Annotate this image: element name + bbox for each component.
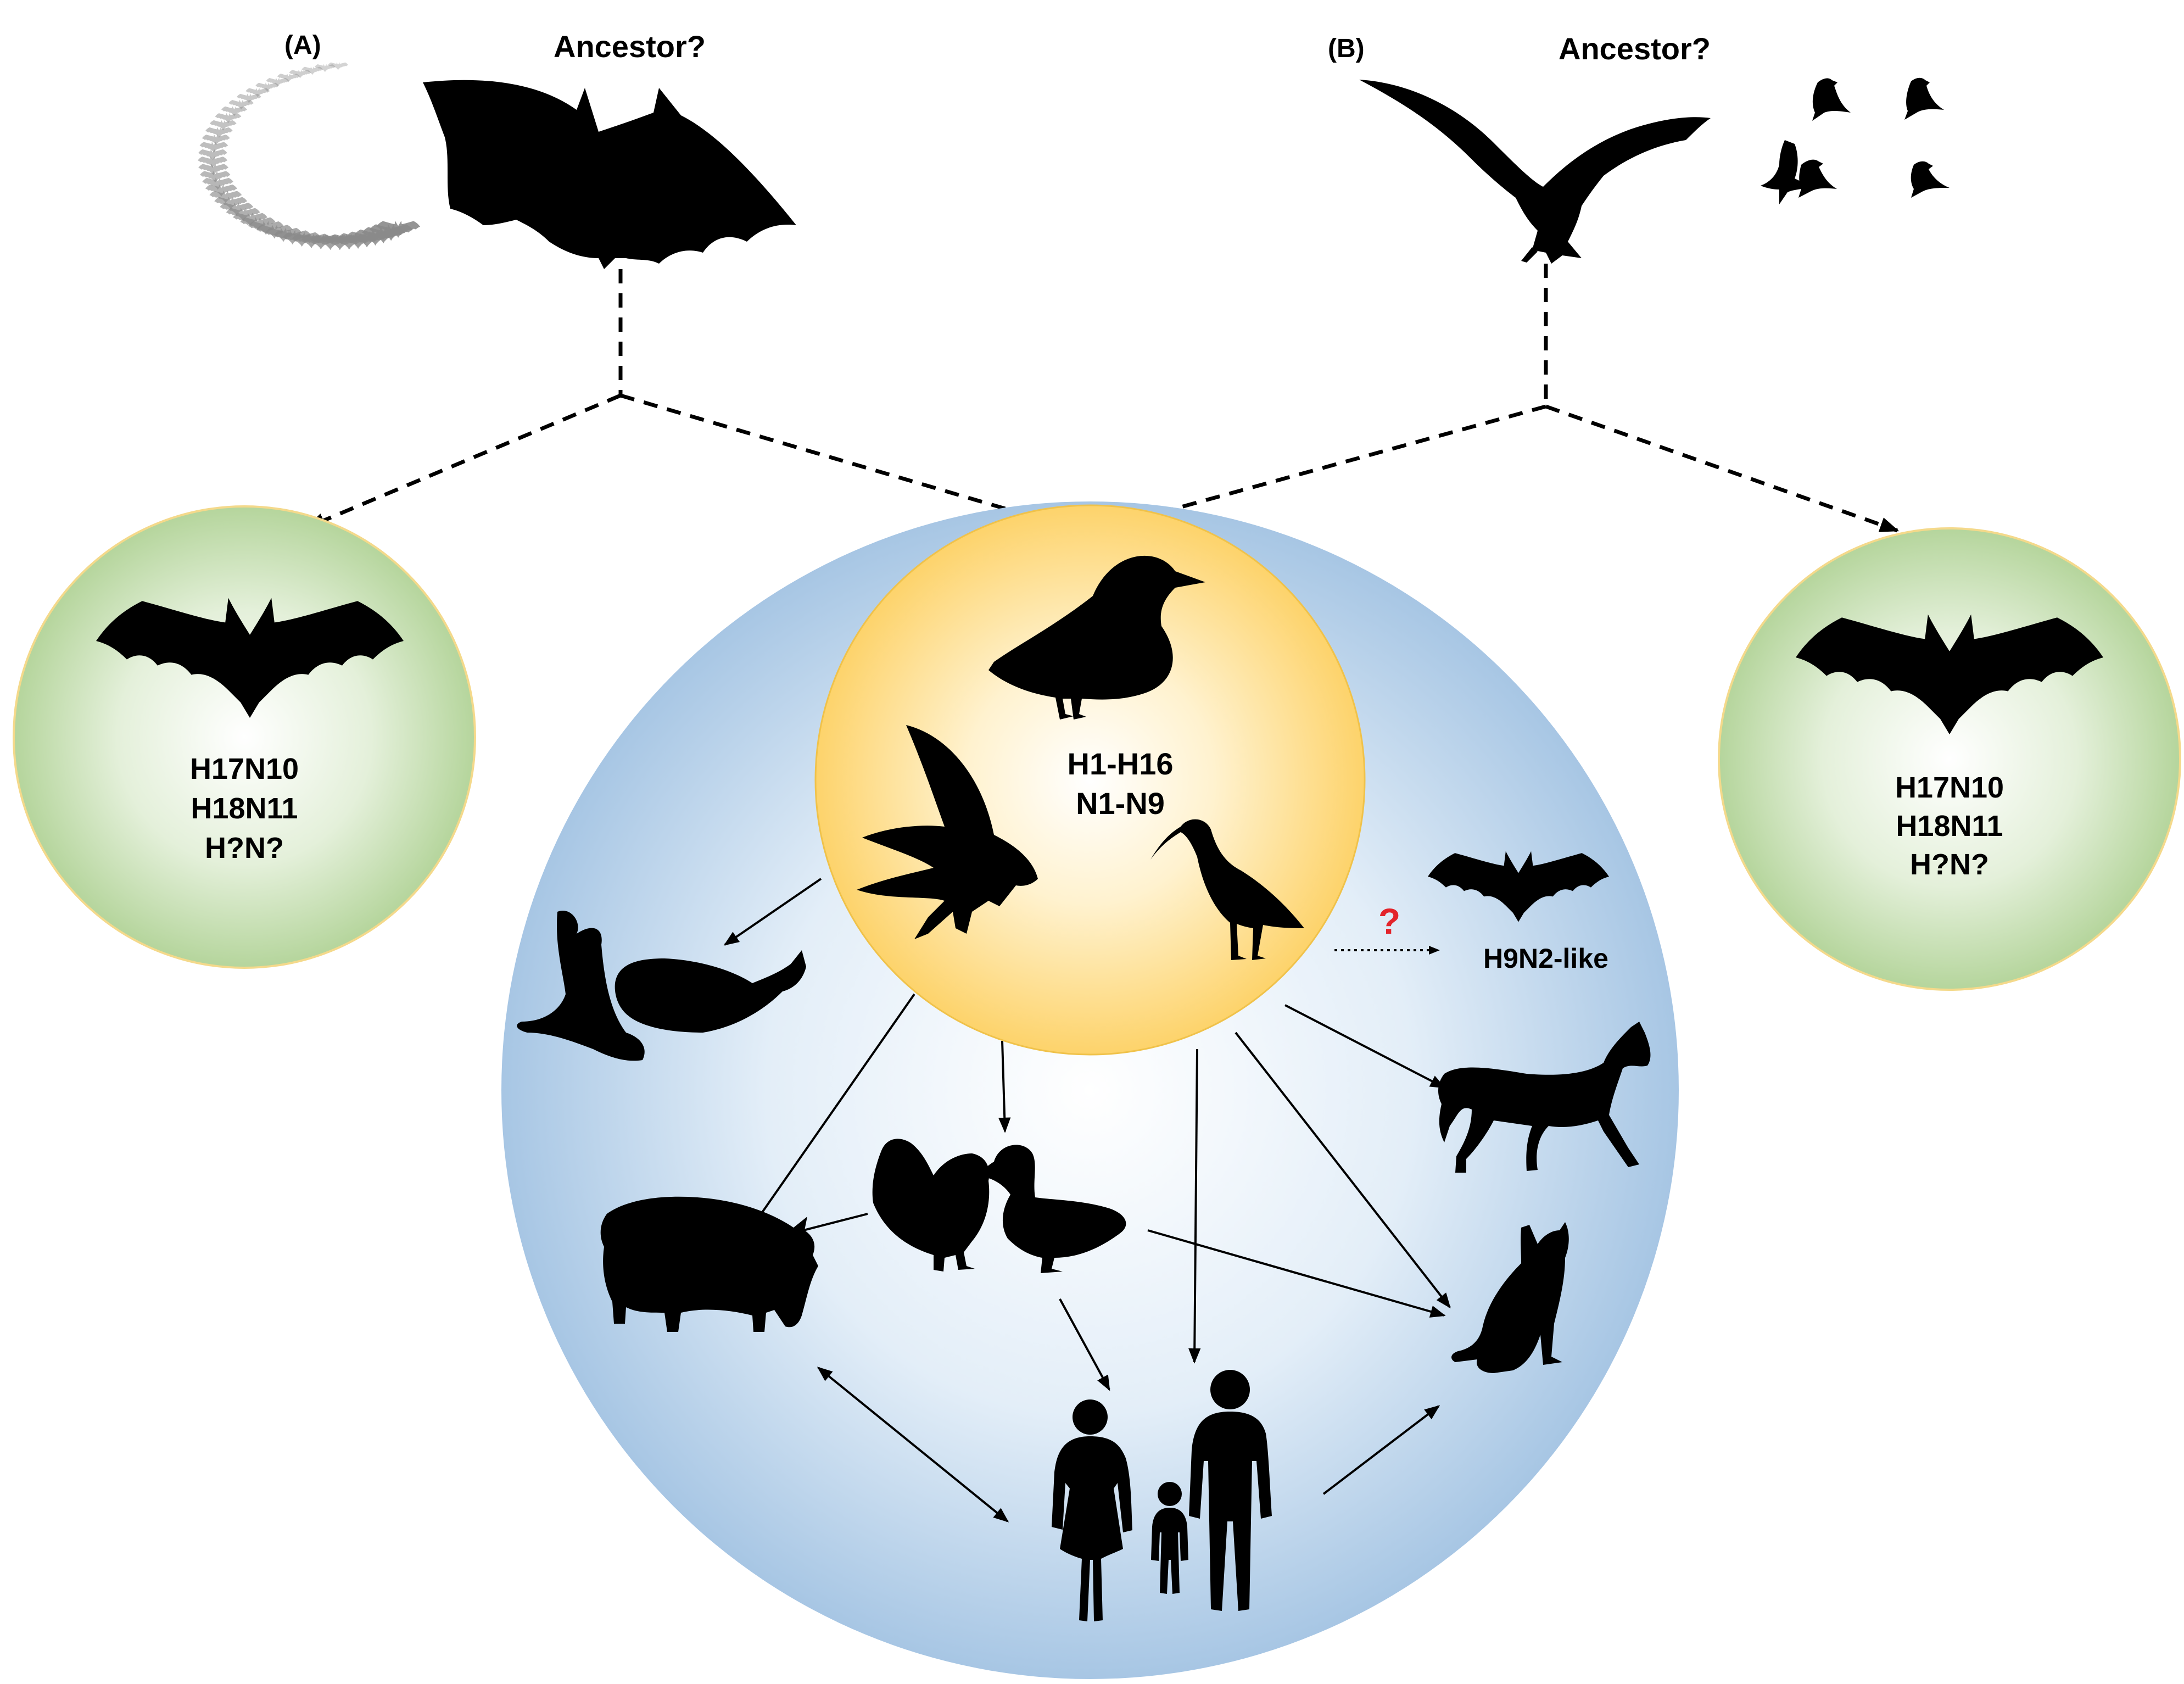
question-mark: ? <box>1378 901 1400 941</box>
h9n2-like-label: H9N2-like <box>1483 943 1608 974</box>
right-subtype-2: H18N11 <box>1896 810 2003 843</box>
reservoir-n-range: N1-N9 <box>1076 786 1165 821</box>
dog-icon <box>1451 1222 1569 1373</box>
bat-host-sphere-right: H17N10 H18N11 H?N? <box>1718 527 2181 991</box>
panel-a-label: (A) <box>284 31 321 60</box>
right-subtype-3: H?N? <box>1910 848 1989 881</box>
bat-spillover: ? H9N2-like <box>1334 851 1609 974</box>
domestic-duck-icon <box>983 1145 1126 1273</box>
left-subtype-1: H17N10 <box>190 752 299 785</box>
whale-icon <box>615 950 806 1033</box>
chicken-icon <box>872 1139 990 1272</box>
panel-b-ancestor-label: Ancestor? <box>1559 31 1711 66</box>
curlew-icon <box>1150 819 1304 960</box>
left-subtype-2: H18N11 <box>191 792 298 825</box>
ancestor-gull-icon <box>1359 80 1711 264</box>
ancestor-bat-icon <box>423 80 796 269</box>
host-range-sphere <box>501 501 1679 1679</box>
pig-icon <box>600 1196 818 1332</box>
seabird-icon <box>857 725 1038 939</box>
seal-icon <box>517 911 645 1061</box>
reservoir-h-range: H1-H16 <box>1068 746 1174 781</box>
parrot-flock-icon <box>1761 77 1950 204</box>
wild-bird-reservoir-sphere: H1-H16 N1-N9 <box>814 504 1366 1056</box>
dashed-lineage-lines <box>305 264 1900 533</box>
flock-bat-icon <box>221 106 247 116</box>
panel-b-label: (B) <box>1328 34 1365 63</box>
human-family-icon <box>1052 1370 1272 1621</box>
duck-icon <box>988 555 1205 720</box>
right-subtype-1: H17N10 <box>1895 771 2004 804</box>
bat-host-sphere-left: H17N10 H18N11 H?N? <box>13 505 476 969</box>
transmission-arrows <box>723 878 1451 1523</box>
left-subtype-3: H?N? <box>205 832 284 865</box>
panel-a-ancestor-label: Ancestor? <box>554 29 706 64</box>
bat-flock-icon <box>198 62 421 250</box>
horse-icon <box>1438 1022 1651 1173</box>
